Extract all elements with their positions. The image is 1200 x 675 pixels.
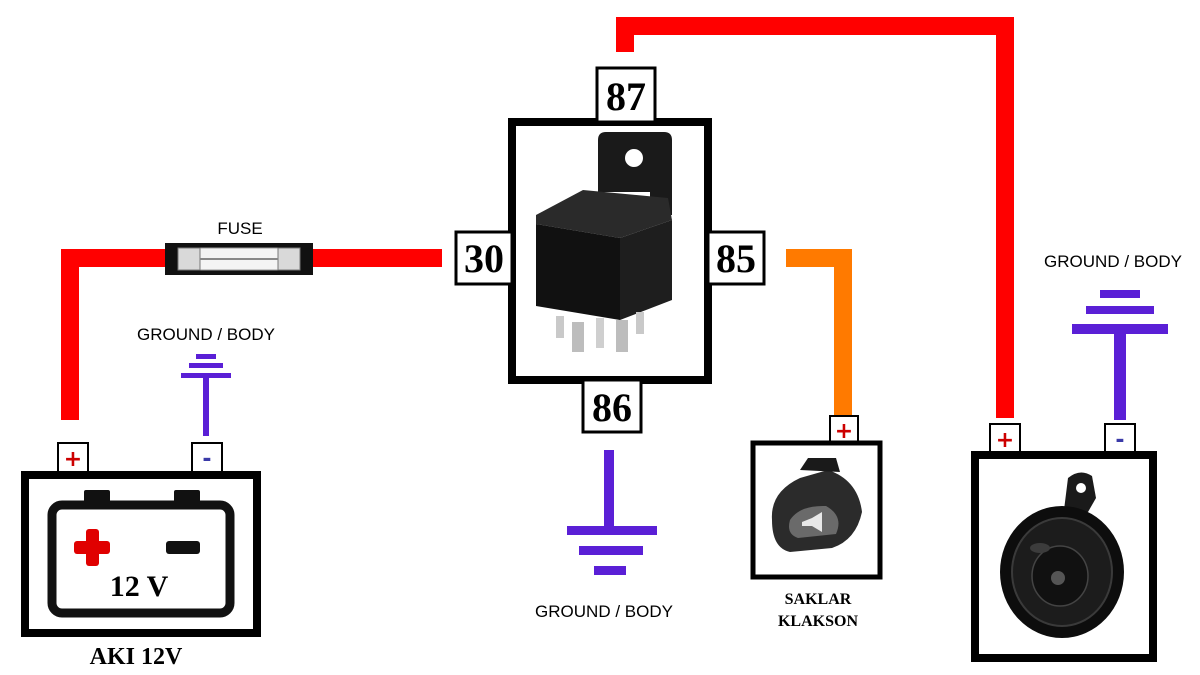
battery: GROUND / BODY + - 12 V AKI 12V (21, 325, 275, 670)
fuse: FUSE (165, 219, 313, 275)
wire-battery-to-fuse (61, 249, 170, 420)
battery-ground-bar-2 (189, 363, 223, 368)
horn-positive-sign: + (996, 428, 1014, 453)
relay-bracket (598, 132, 672, 215)
battery-voltage: 12 V (110, 570, 169, 603)
switch-connector (800, 458, 840, 472)
horn-bracket-hole (1076, 483, 1086, 493)
relay-image (536, 132, 672, 352)
battery-ground-label: GROUND / BODY (137, 325, 275, 344)
battery-ground-bar-3 (181, 373, 231, 378)
relay-ground-bar-1 (567, 526, 657, 535)
battery-ground-symbol (181, 354, 231, 436)
battery-ground-bar-1 (196, 354, 216, 359)
horn-highlight (1030, 543, 1050, 553)
fuse-label: FUSE (217, 219, 262, 238)
battery-caption: AKI 12V (90, 644, 183, 670)
wire-relay-85-to-switch (786, 249, 852, 416)
switch-image (771, 458, 862, 552)
horn-image (1000, 472, 1124, 638)
relay-pin-86-box (581, 378, 643, 434)
relay-front (536, 224, 620, 320)
relay-pin-30-label: 30 (464, 236, 504, 281)
relay-pin-85-label: 85 (716, 236, 756, 281)
battery-positive-sign: + (64, 447, 82, 472)
horn-ground-bar-1 (1100, 290, 1140, 298)
relay-ground-bar-2 (579, 546, 643, 555)
battery-icon-plus-v (86, 529, 99, 566)
battery-negative-sign: - (202, 447, 211, 472)
switch-caption-line1: SAKLAR (785, 591, 852, 608)
relay-terminal-1 (556, 316, 564, 338)
relay-pin-87-box (595, 66, 657, 124)
relay: 87 30 85 86 (454, 66, 766, 434)
relay-ground-label: GROUND / BODY (535, 602, 673, 621)
relay-pin-85-box (706, 230, 766, 286)
horn-switch: + SAKLAR KLAKSON (750, 415, 883, 630)
battery-icon-minus (166, 541, 200, 554)
horn-negative-sign: - (1115, 428, 1124, 453)
relay-terminal-2 (572, 322, 584, 352)
horn-ground-label: GROUND / BODY (1044, 252, 1182, 271)
fuse-cap-right (277, 247, 301, 271)
battery-icon (47, 490, 235, 618)
relay-ground-symbol: GROUND / BODY (535, 526, 673, 621)
relay-pin-30-box (454, 230, 514, 286)
relay-ground-bar-3 (594, 566, 626, 575)
horn: GROUND / BODY + - (971, 252, 1182, 662)
relay-pin-86-label: 86 (592, 385, 632, 430)
horn-ground-bar-3 (1072, 324, 1168, 334)
horn-negative-terminal-box (1104, 423, 1136, 455)
fuse-cap-left (177, 247, 201, 271)
horn-ground-bar-2 (1086, 306, 1154, 314)
relay-terminal-3 (596, 318, 604, 348)
horn-center (1051, 571, 1065, 585)
relay-terminal-4 (616, 320, 628, 352)
relay-terminal-5 (636, 312, 644, 334)
switch-positive-sign: + (835, 419, 853, 444)
horn-glyph-icon (802, 512, 822, 532)
relay-bracket-hole (625, 149, 643, 167)
relay-top (536, 190, 672, 238)
wires (61, 17, 1014, 528)
relay-pin-87-label: 87 (606, 74, 646, 119)
horn-ground-symbol (1072, 290, 1168, 420)
switch-positive-terminal-box (829, 415, 859, 445)
relay-side (620, 220, 672, 320)
switch-caption-line2: KLAKSON (778, 613, 858, 630)
wire-relay-87-to-horn (616, 17, 1014, 418)
